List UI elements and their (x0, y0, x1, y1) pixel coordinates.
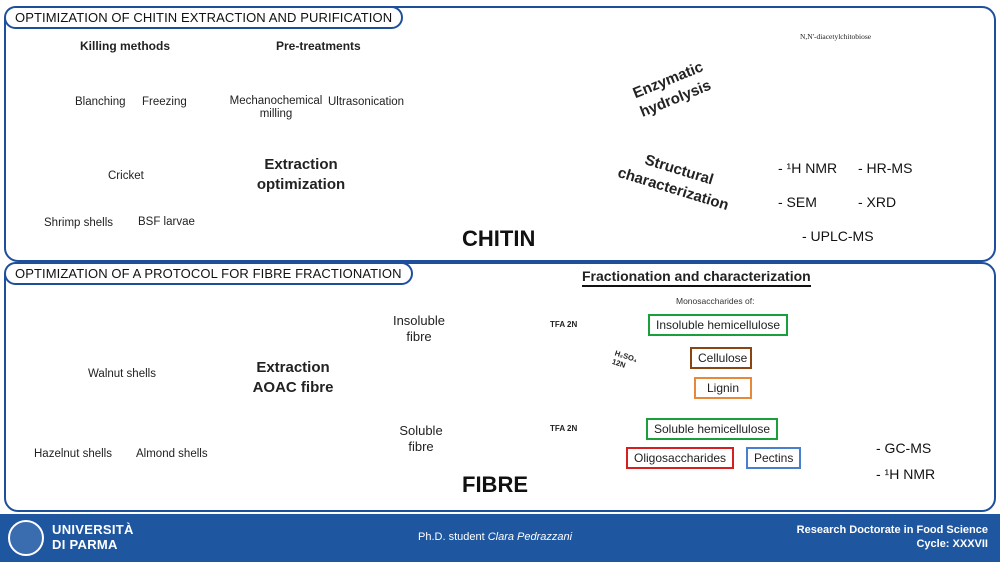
student-prefix: Ph.D. student (418, 531, 488, 543)
chitin-panel (4, 6, 996, 262)
technique-hr-ms: - HR-MS (858, 160, 913, 176)
monosaccharides-label: Monosaccharides of: (676, 296, 755, 306)
lignin-box: Lignin (694, 377, 752, 399)
technique-xrd: - XRD (858, 194, 897, 210)
chitin-title: CHITIN (462, 226, 536, 251)
doctorate-name: Research Doctorate in Food Science (796, 524, 988, 536)
blanching-label: Blanching (75, 96, 126, 108)
university-line-1: UNIVERSITÀ (52, 522, 134, 537)
fractionation-heading: Fractionation and characterization (582, 268, 811, 287)
oligosaccharides-box: Oligosaccharides (626, 447, 735, 469)
insoluble-hemicellulose-box: Insoluble hemicellulose (648, 314, 789, 336)
killing-methods-heading: Killing methods (80, 39, 170, 53)
university-name: UNIVERSITÀ DI PARMA (52, 522, 134, 552)
cricket-label: Cricket (108, 170, 144, 182)
almond-label: Almond shells (136, 448, 208, 460)
hazelnut-label: Hazelnut shells (34, 448, 112, 460)
ultrasonication-label: Ultrasonication (328, 96, 405, 108)
university-line-2: DI PARMA (52, 537, 118, 552)
soluble-fibre-label: Soluble fibre (399, 423, 443, 454)
freezing-label: Freezing (142, 96, 187, 108)
walnut-label: Walnut shells (88, 368, 156, 380)
university-seal-icon (8, 520, 44, 556)
cellulose-box: Cellulose (690, 347, 752, 369)
technique-uplc-ms: - UPLC-MS (802, 228, 874, 244)
tfa-label-2: TFA 2N (550, 424, 578, 433)
fibre-panel-title: OPTIMIZATION OF A PROTOCOL FOR FIBRE FRA… (4, 262, 413, 285)
pretreatments-heading: Pre-treatments (276, 39, 361, 53)
student-name: Clara Pedrazzani (487, 531, 573, 543)
student-line: Ph.D. student Clara Pedrazzani (418, 531, 572, 543)
pectins-box: Pectins (746, 447, 802, 469)
technique-h-nmr: - ¹H NMR (778, 160, 838, 176)
doctorate-cycle: Cycle: XXXVII (916, 538, 988, 550)
technique-h-nmr-bottom: - ¹H NMR (876, 466, 936, 482)
doctorate-info: Research Doctorate in Food Science Cycle… (797, 523, 988, 551)
technique-gc-ms: - GC-MS (876, 440, 932, 456)
fibre-panel (4, 262, 996, 512)
fibre-title: FIBRE (462, 472, 528, 497)
soluble-hemicellulose-box: Soluble hemicellulose (646, 418, 779, 440)
spectrum-annotation: N,N'-diacetylchitobiose (800, 32, 872, 41)
shrimp-label: Shrimp shells (44, 217, 114, 229)
extraction-aoac-label: Extraction AOAC fibre (252, 359, 334, 396)
bsf-larvae-label: BSF larvae (138, 216, 195, 228)
insoluble-fibre-label: Insoluble fibre (392, 313, 446, 344)
tfa-label-1: TFA 2N (550, 320, 578, 329)
extraction-optimization-label: Extraction optimization (256, 156, 346, 193)
mechanochemical-label: Mechanochemical milling (229, 95, 323, 120)
technique-sem: - SEM (778, 194, 817, 210)
chitin-panel-title: OPTIMIZATION OF CHITIN EXTRACTION AND PU… (4, 6, 404, 29)
footer-bar: UNIVERSITÀ DI PARMA Ph.D. student Clara … (0, 514, 1000, 562)
